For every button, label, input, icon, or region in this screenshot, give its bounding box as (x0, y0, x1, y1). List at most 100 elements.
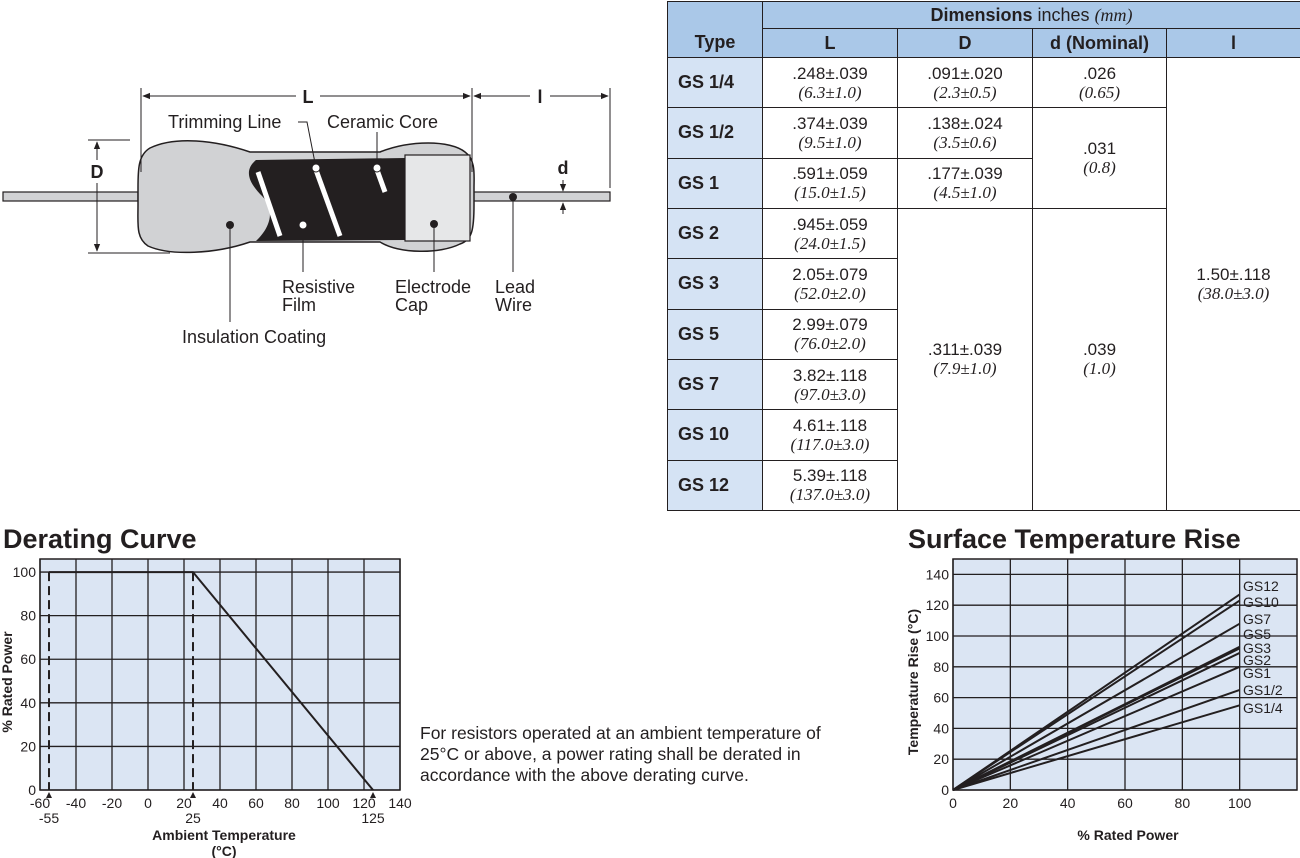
header-dimensions-bold: Dimensions (930, 4, 1033, 25)
value-mm: (76.0±2.0) (794, 334, 866, 354)
type-cell: GS 12 (667, 459, 763, 512)
x-tick-label: 140 (388, 795, 412, 811)
value-inches: .945±.059 (792, 214, 868, 234)
value-inches: 2.99±.079 (792, 315, 868, 335)
table-cell: .091±.020(2.3±0.5) (897, 56, 1033, 109)
derating-title: Derating Curve (3, 524, 197, 554)
table-cell: .591±.059(15.0±1.5) (762, 157, 898, 209)
series-line-gs1-2 (952, 688, 1240, 791)
table-cell: .138±.024(3.5±0.6) (897, 107, 1033, 159)
header-dimensions-unit: inches (1037, 4, 1090, 25)
y-tick-label: 40 (933, 720, 949, 736)
derating-note: For resistors operated at an ambient tem… (420, 723, 821, 785)
value-mm: (38.0±3.0) (1197, 284, 1270, 303)
value-mm: (2.3±0.5) (933, 82, 997, 102)
x-tick-label: 40 (212, 795, 228, 811)
callout-dot (430, 220, 438, 228)
derating-xlabel-unit: (°C) (211, 843, 236, 858)
value-inches: 3.82±.118 (792, 365, 868, 385)
table-cell: .248±.039(6.3±1.0) (762, 56, 898, 109)
table-cell: .026(0.65) (1032, 56, 1167, 109)
series-line-gs10 (952, 599, 1241, 791)
y-tick-label: 60 (933, 690, 949, 706)
y-tick-label: 0 (28, 782, 36, 798)
y-tick-label: 120 (926, 597, 950, 613)
table-cell: .039(1.0) (1032, 207, 1167, 512)
label-insulation-coating: Insulation Coating (182, 327, 326, 347)
value-mm: (117.0±3.0) (790, 434, 870, 454)
value-inches: .374±.039 (792, 113, 868, 133)
label-electrode-cap-1: Electrode (395, 277, 471, 297)
x-tick-label: 80 (1175, 795, 1191, 811)
value-mm: (6.3±1.0) (798, 82, 862, 102)
series-label: GS5 (1243, 626, 1271, 642)
series-line-gs2 (952, 652, 1241, 791)
x-tick-label: 20 (1003, 795, 1019, 811)
table-cell: 1.50±.118(38.0±3.0) (1165, 57, 1300, 511)
x-tick-label: 40 (1060, 795, 1076, 811)
electrode-cap (404, 154, 471, 242)
value-inches: .591±.059 (792, 164, 868, 184)
series-label: GS3 (1243, 640, 1271, 656)
callout-dot (298, 220, 308, 230)
value-inches: 2.05±.079 (792, 264, 868, 284)
y-tick-label: 20 (20, 738, 36, 754)
header-dimensions-mm: (mm) (1094, 4, 1133, 25)
derating-line (49, 571, 374, 791)
value-mm: (4.5±1.0) (933, 183, 997, 203)
header-D: D (897, 28, 1033, 58)
value-mm: (24.0±1.5) (794, 233, 866, 253)
y-tick-label: 100 (926, 628, 950, 644)
table-cell: 4.61±.118(117.0±3.0) (762, 409, 898, 461)
lead-wire-right (471, 191, 611, 202)
value-inches: .039 (1082, 340, 1117, 360)
table-row: GS 1/4.248±.039(6.3±1.0).091±.020(2.3±0.… (667, 56, 1300, 511)
type-cell: GS 3 (667, 258, 763, 310)
type-cell: GS 5 (667, 308, 763, 360)
type-cell: GS 7 (667, 358, 763, 411)
y-tick-label: 80 (933, 659, 949, 675)
table-cell: 3.82±.118(97.0±3.0) (762, 358, 898, 411)
series-line-gs1-4 (952, 704, 1240, 791)
value-inches: .248±.039 (792, 63, 868, 83)
callout-dot (509, 193, 517, 201)
label-lead-wire-2: Wire (495, 295, 532, 315)
marker-label: -55 (39, 810, 59, 826)
value-inches: .091±.020 (927, 63, 1003, 83)
x-tick-label: -60 (30, 795, 50, 811)
trimming-groove-3 (374, 169, 388, 193)
type-cell: GS 1 (667, 157, 763, 209)
series-label: GS12 (1243, 578, 1279, 594)
series-label: GS1/4 (1243, 700, 1283, 716)
leader-trimming-line (298, 121, 317, 169)
value-mm: (1.0) (1083, 359, 1116, 379)
x-tick-label: 120 (352, 795, 376, 811)
value-mm: (3.5±0.6) (933, 132, 997, 152)
series-label: GS1/2 (1243, 682, 1283, 698)
marker-label: 25 (185, 810, 201, 826)
dimensions-table: Dimensions inches (mm) Type L D d (Nomin… (667, 1, 1300, 512)
surface-ylabel: Temperature Rise (°C) (905, 609, 921, 755)
value-mm: (97.0±3.0) (794, 384, 866, 404)
value-inches: 1.50±.118 (1196, 265, 1271, 284)
marker-triangle (370, 792, 376, 798)
x-tick-label: 100 (316, 795, 340, 811)
value-inches: .311±.039 (927, 340, 1003, 360)
y-tick-label: 140 (926, 566, 950, 582)
label-ceramic-core: Ceramic Core (327, 112, 438, 132)
table-cell: .177±.039(4.5±1.0) (897, 157, 1033, 209)
y-tick-label: 80 (20, 608, 36, 624)
value-mm: (7.9±1.0) (933, 359, 997, 379)
table-cell: 2.99±.079(76.0±2.0) (762, 308, 898, 360)
series-label: GS1 (1243, 665, 1271, 681)
header-blank (667, 1, 763, 29)
surface-xlabel: % Rated Power (1077, 827, 1179, 843)
y-tick-label: 40 (20, 695, 36, 711)
value-inches: .177±.039 (927, 164, 1003, 184)
table-cell: 2.05±.079(52.0±2.0) (762, 258, 898, 310)
type-cell: GS 10 (667, 409, 763, 461)
table-cell: .374±.039(9.5±1.0) (762, 107, 898, 159)
